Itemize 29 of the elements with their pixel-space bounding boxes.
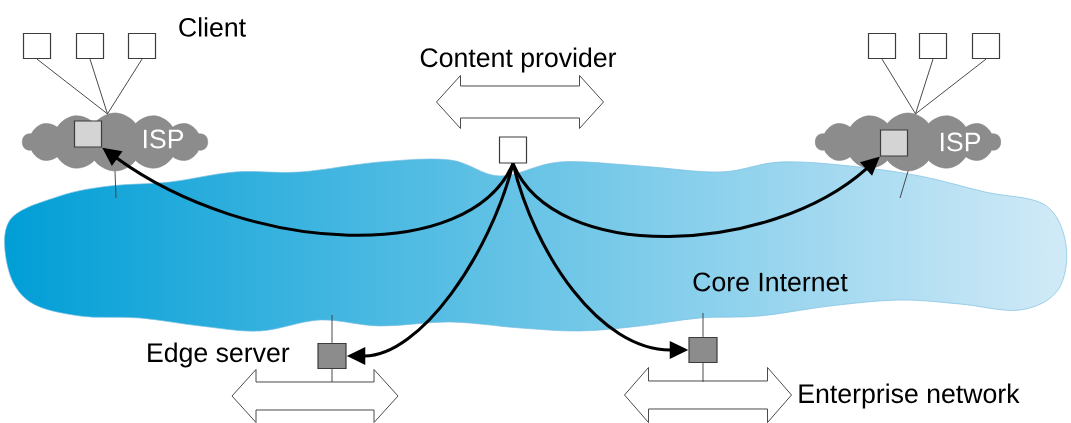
host-box <box>75 32 105 60</box>
host-box <box>867 32 897 60</box>
connector-line <box>881 58 916 115</box>
connector-line <box>107 58 143 115</box>
double-arrow <box>231 369 399 423</box>
host-box <box>127 32 157 60</box>
connector-line <box>89 58 108 115</box>
node-label: Content provider <box>420 47 617 73</box>
connector-line <box>36 58 108 115</box>
connector-line <box>899 170 909 199</box>
connector-line <box>331 368 333 383</box>
label: Client <box>179 17 246 37</box>
connector-line <box>702 312 704 338</box>
connector-line <box>331 314 333 344</box>
host-box <box>971 32 1001 60</box>
host-box <box>918 32 948 60</box>
connector-line <box>114 170 117 199</box>
label: Edge server <box>148 342 290 368</box>
server-box <box>688 336 718 364</box>
connector-line <box>915 58 934 115</box>
node-label: Enterprise network <box>799 383 1020 409</box>
router-box <box>73 120 103 148</box>
host-box <box>22 32 52 60</box>
server-box <box>317 342 347 370</box>
connector-line <box>702 362 704 383</box>
connector-line <box>915 58 987 115</box>
router-box <box>879 129 909 157</box>
server-box <box>498 136 528 164</box>
label: Core Internet <box>693 272 848 292</box>
